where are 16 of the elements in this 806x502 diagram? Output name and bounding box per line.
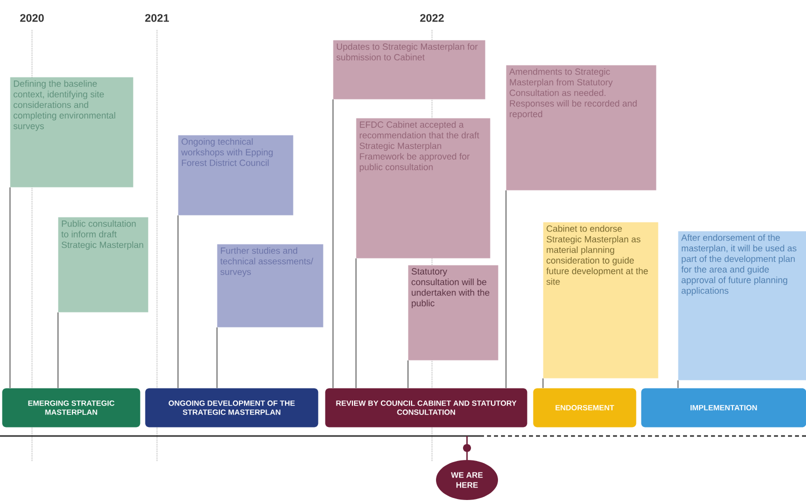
year-label: 2021	[145, 14, 169, 22]
milestone-card: Updates to Strategic Masterplan for submission to Cabinet	[333, 40, 486, 100]
flag-pole	[216, 326, 218, 388]
milestone-card: Defining the baseline context, identifying site considerations and completing environmental surveys	[10, 77, 134, 188]
flag-pole	[332, 98, 334, 388]
milestone-card: Ongoing technical workshops with Epping Forest District Council	[178, 135, 294, 216]
milestone-card: After endorsement of the masterplan, it will be used as part of the development plan for the area and guide approval of future planning applications	[678, 231, 806, 380]
flag-pole	[542, 378, 544, 388]
year-label: 2022	[420, 14, 444, 22]
milestone-card: Statutory consultation will be undertaken with the public	[408, 265, 498, 360]
milestone-card: Amendments to Strategic Masterplan from Statutory Consultation as needed. Responses will be recorded and reported	[506, 65, 656, 190]
milestone-card: Cabinet to endorse Strategic Masterplan as material planning consideration to guide future development at the site	[543, 222, 658, 378]
milestone-card: Public consultation to inform draft Strategic Masterplan	[58, 217, 148, 312]
year-label: 2020	[20, 14, 44, 22]
milestone-card: Further studies and technical assessments/ surveys	[217, 244, 324, 328]
milestone-card: EFDC Cabinet accepted a recommendation that the draft Strategic Masterplan Framework be approved for public consultation	[356, 118, 490, 258]
